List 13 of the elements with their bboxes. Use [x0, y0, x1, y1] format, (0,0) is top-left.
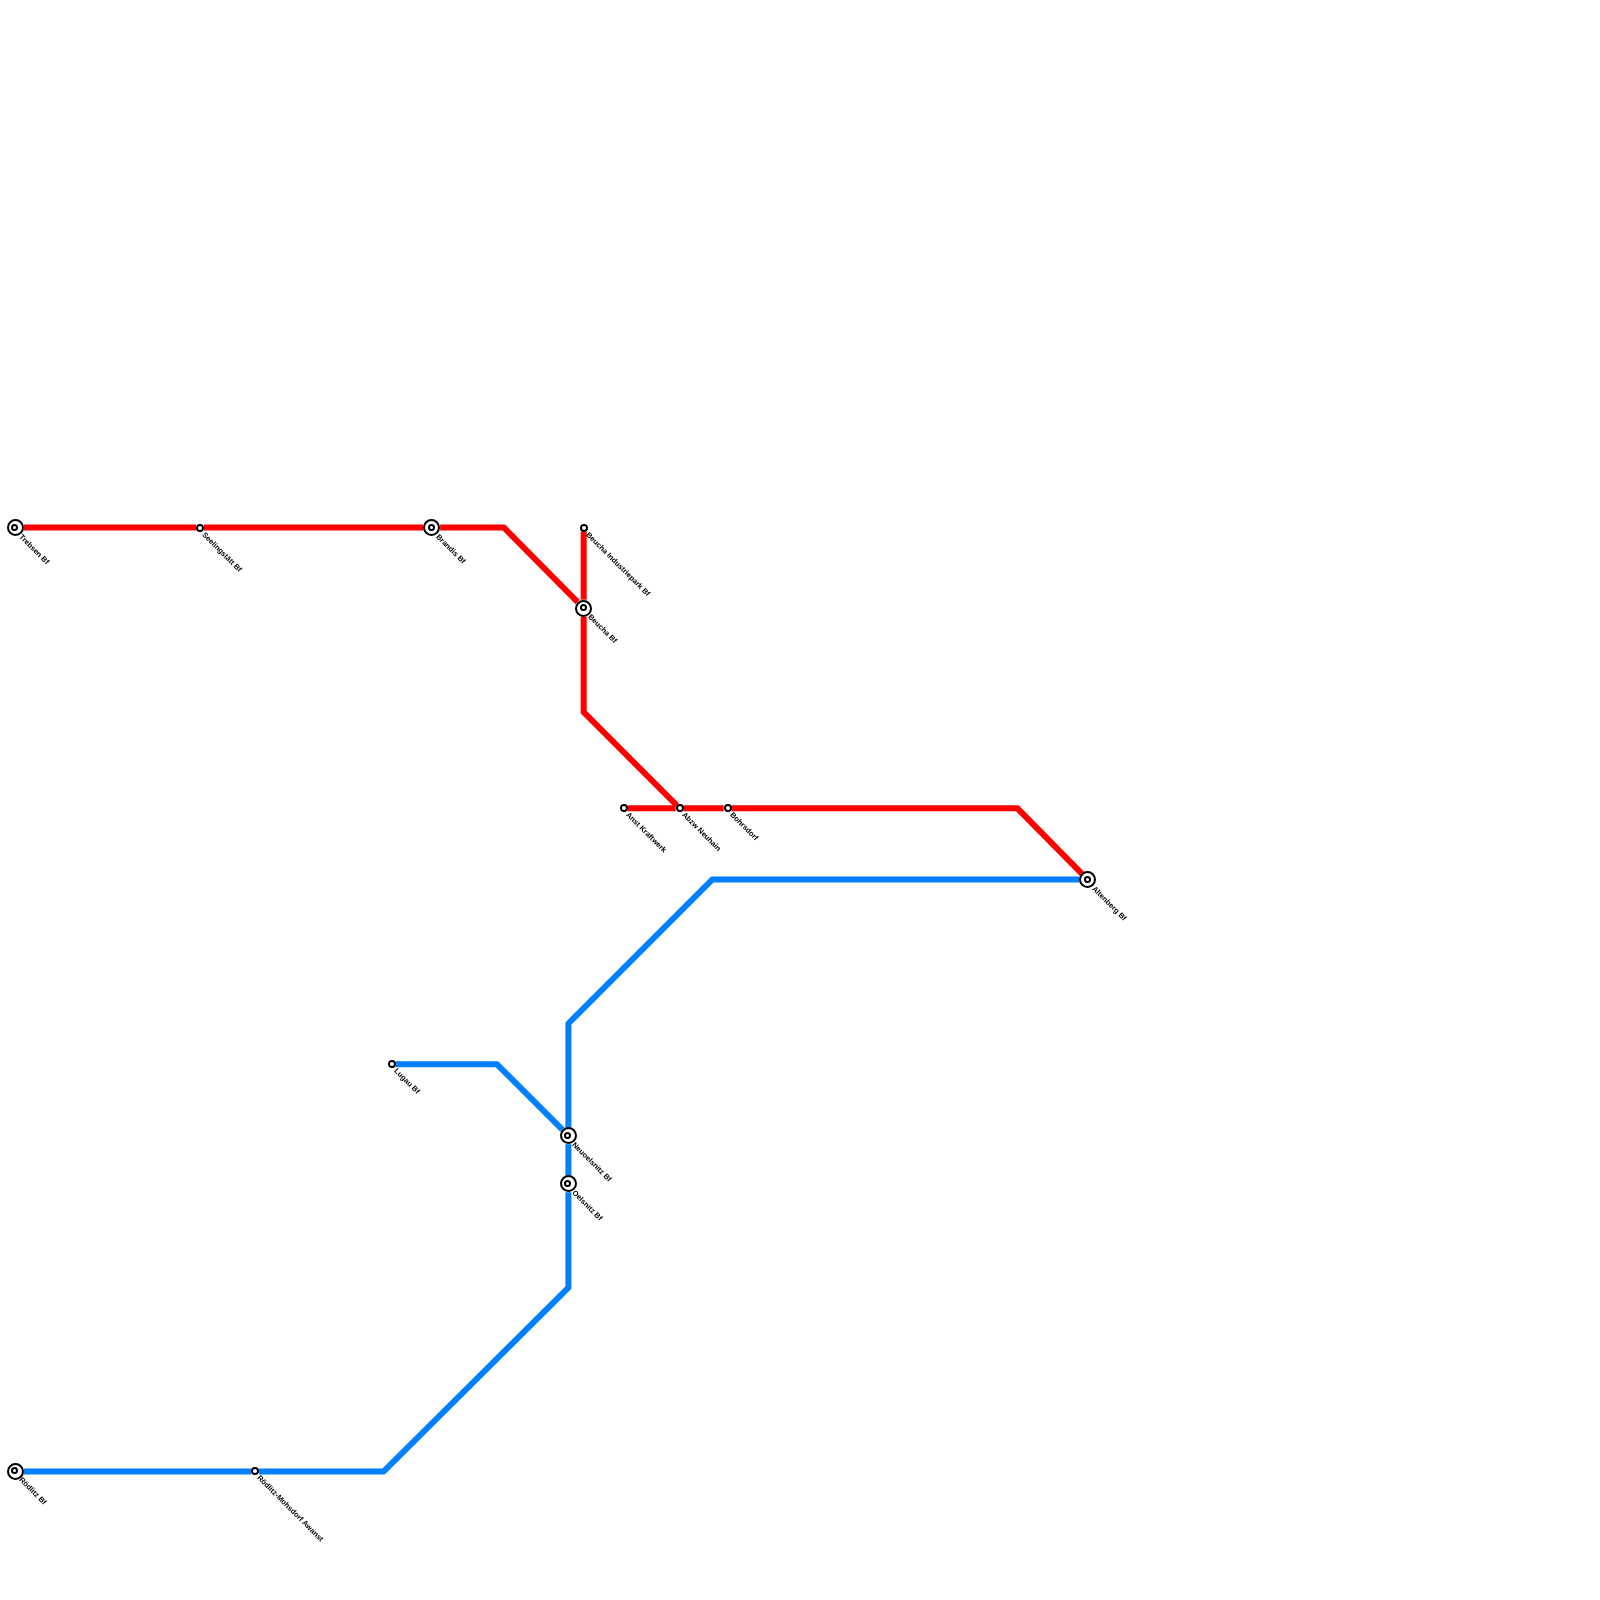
rail-line [627, 805, 676, 812]
rail-line [731, 805, 1084, 876]
rail-line [395, 1061, 565, 1132]
rail-line [259, 1192, 572, 1475]
rail-line [580, 531, 587, 600]
rail-line [23, 524, 196, 531]
rail-line [440, 524, 580, 605]
rail-line [683, 805, 724, 812]
rail-line [23, 1468, 252, 1475]
rail-line [565, 876, 1080, 1128]
rail-line [565, 1144, 572, 1176]
rail-line [204, 524, 424, 531]
rail-line [580, 616, 679, 808]
